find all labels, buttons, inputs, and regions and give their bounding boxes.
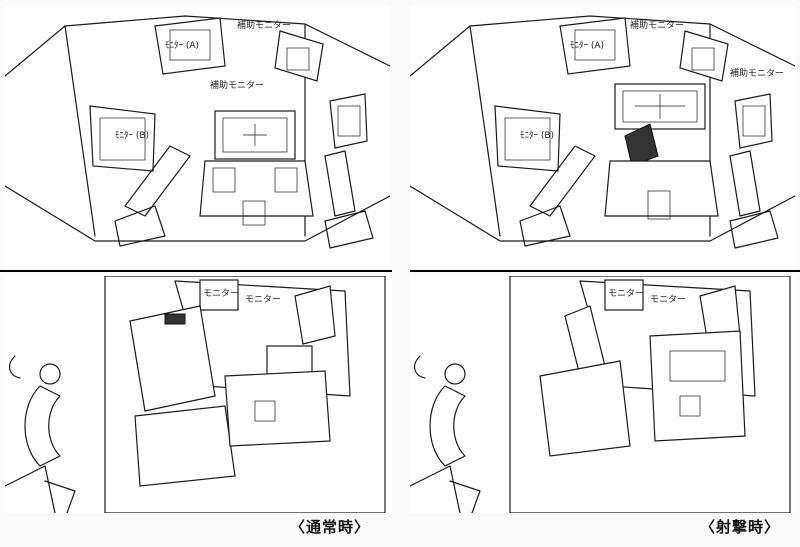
- flip-monitor: [294, 285, 336, 345]
- cockpit-side-sketch: モニター モニター: [5, 276, 386, 513]
- seat-headrest: [164, 313, 186, 325]
- divider-right: [410, 270, 800, 272]
- note-monitor-a: ﾓﾆﾀｰ (A): [165, 40, 199, 51]
- grip-knob: [39, 363, 61, 385]
- center-console: [604, 160, 719, 217]
- cockpit-front-firing-sketch: ﾓﾆﾀｰ (A) 補助モニター 補助モニター ﾓﾆﾀｰ (B): [410, 15, 795, 249]
- rotate-arrow-icon: [413, 355, 426, 379]
- rotate-arrow-icon: [8, 355, 21, 379]
- upper-monitor-right: [274, 30, 324, 82]
- side-monitor-right: [734, 93, 773, 149]
- upper-monitor-right: [679, 30, 729, 82]
- note-monitor-b: ﾓﾆﾀｰ (B): [520, 130, 554, 141]
- panel-normal-side: モニター モニター: [5, 276, 390, 513]
- note-monitor-b: ﾓﾆﾀｰ (B): [115, 130, 149, 141]
- panel-normal-front: ﾓﾆﾀｰ (A) 補助モニター 補助モニター ﾓﾆﾀｰ (B): [5, 6, 390, 268]
- center-console: [199, 160, 314, 217]
- seat-back: [129, 305, 216, 412]
- panel-firing-front: ﾓﾆﾀｰ (A) 補助モニター 補助モニター ﾓﾆﾀｰ (B): [410, 6, 795, 268]
- grip-knob: [444, 363, 466, 385]
- note-aux-monitor-1: 補助モニター: [630, 19, 684, 31]
- tilt-arrow-icon: [44, 480, 76, 513]
- note-aux-monitor-1: 補助モニター: [237, 19, 291, 31]
- seat-base: [134, 405, 236, 487]
- hand-grip: [429, 385, 466, 467]
- note-aux-monitor-2: 補助モニター: [210, 79, 264, 91]
- side-monitor-right: [329, 93, 368, 149]
- note-monitor-2: モニター: [650, 294, 686, 305]
- gun-grip: [624, 123, 659, 167]
- note-monitor-a: ﾓﾆﾀｰ (A): [570, 40, 604, 51]
- top-monitor: [604, 279, 644, 311]
- note-monitor-1: モニター: [203, 288, 239, 299]
- side-monitor-left: [494, 105, 561, 172]
- tilt-arrow-icon: [449, 480, 481, 513]
- hand-grip: [24, 385, 61, 467]
- note-monitor-1: モニター: [608, 288, 644, 299]
- cockpit-front-sketch: ﾓﾆﾀｰ (A) 補助モニター 補助モニター ﾓﾆﾀｰ (B): [5, 15, 390, 249]
- side-console: [224, 370, 331, 447]
- side-console: [649, 330, 746, 442]
- divider-left: [0, 270, 392, 272]
- caption-firing: 〈射撃時〉: [700, 518, 781, 536]
- top-monitor: [199, 279, 239, 311]
- caption-normal: 〈通常時〉: [290, 518, 371, 536]
- note-aux-monitor-2: 補助モニター: [730, 67, 784, 79]
- cockpit-side-firing-sketch: モニター モニター: [410, 276, 791, 513]
- note-monitor-2: モニター: [245, 294, 281, 305]
- panel-firing-side: モニター モニター: [410, 276, 795, 513]
- seat: [539, 360, 631, 457]
- side-monitor-left: [89, 105, 156, 172]
